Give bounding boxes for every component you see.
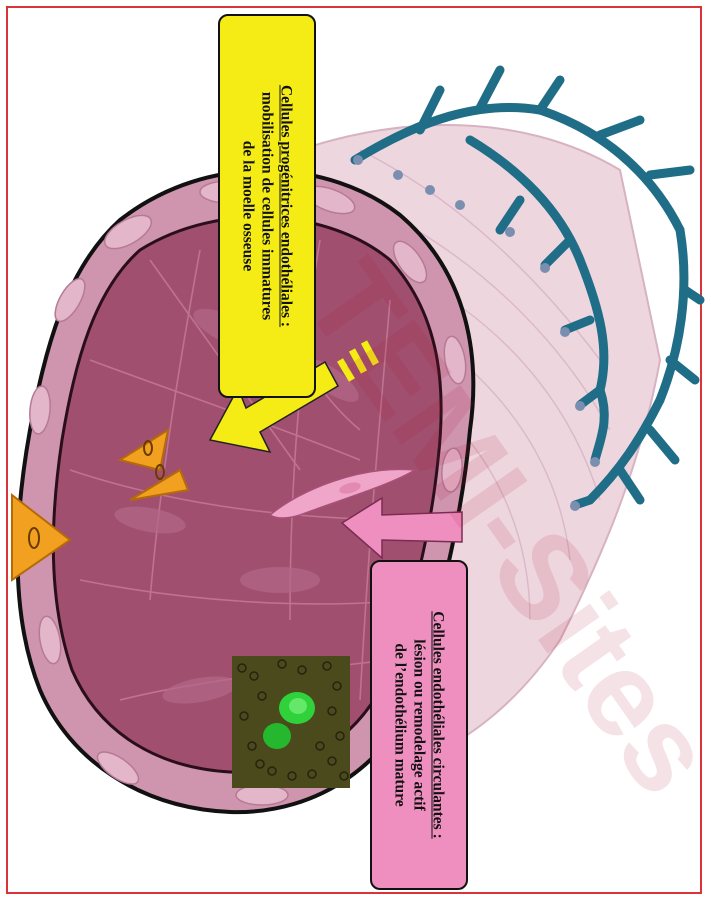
fluorescence-micrograph: [232, 656, 350, 788]
progenitor-label-box: Cellules progénitrices endothéliales : m…: [218, 14, 316, 398]
progenitor-title: Cellules progénitrices endothéliales :: [277, 85, 296, 327]
circulating-line2: de l’endothélium mature: [391, 611, 410, 838]
circulating-line1: lésion ou remodelage actif: [410, 611, 429, 838]
progenitor-line2: de la moelle osseuse: [239, 85, 258, 327]
circulating-label-box: Cellules endothéliales circulantes : lés…: [370, 560, 468, 890]
progenitor-line1: mobilisation de cellules immatures: [258, 85, 277, 327]
circulating-title: Cellules endothéliales circulantes :: [429, 611, 448, 838]
